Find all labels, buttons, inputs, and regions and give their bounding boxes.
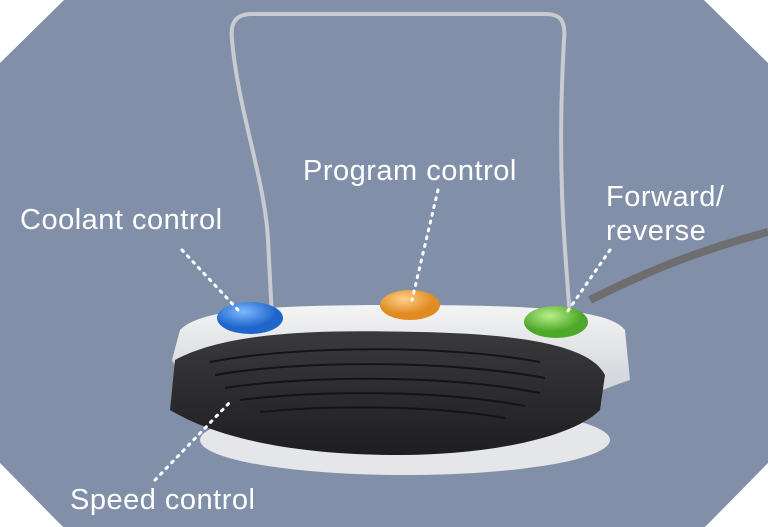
- wire-handle: [229, 12, 572, 319]
- leader-lines: [153, 188, 612, 482]
- cable: [588, 228, 768, 304]
- pedal-grooves: [209, 348, 546, 419]
- forward-label-line1: Forward/: [606, 181, 725, 213]
- forward-label-line2: reverse: [606, 215, 707, 247]
- program-control-label: Program control: [303, 155, 517, 187]
- forward-reverse-button: [524, 306, 588, 338]
- coolant-control-label: Coolant control: [20, 204, 223, 236]
- program-button: [380, 290, 440, 320]
- speed-control-label: Speed control: [70, 484, 256, 516]
- coolant-button: [217, 302, 283, 334]
